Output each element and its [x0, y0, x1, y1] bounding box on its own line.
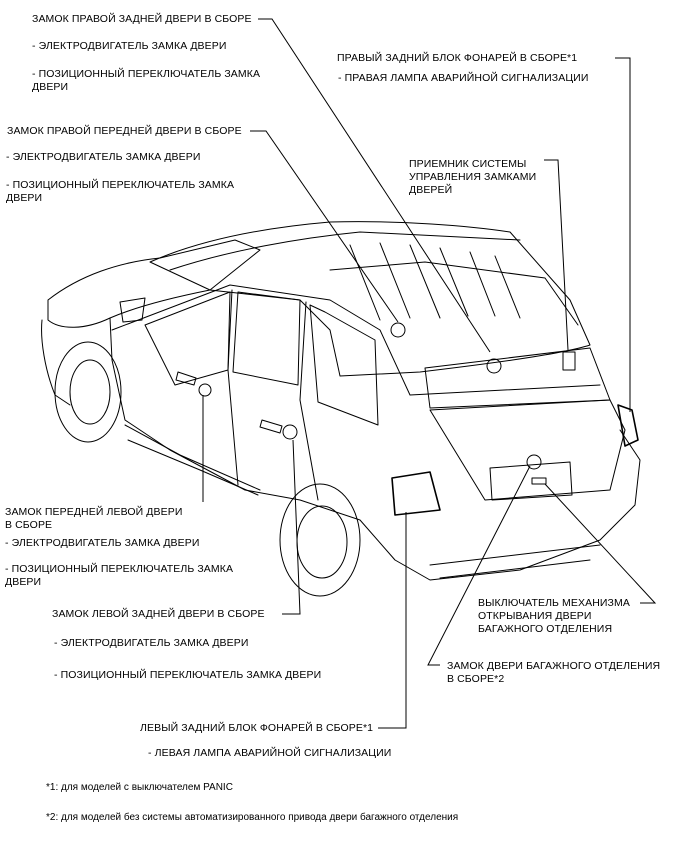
leader-bd-opener	[544, 483, 657, 604]
right-tail-lamp	[617, 404, 639, 447]
front-wheel	[54, 341, 122, 443]
label-rr-motor: - ЭЛЕКТРОДВИГАТЕЛЬ ЗАМКА ДВЕРИ	[32, 40, 227, 52]
side-step	[124, 424, 261, 496]
leader-r-tail-lamp	[615, 57, 631, 412]
rear-window	[424, 347, 611, 409]
label-rf-switch-2: ДВЕРИ	[6, 192, 43, 204]
label-r-tail-lamp: ПРАВЫЙ ЗАДНИЙ БЛОК ФОНАРЕЙ В СБОРЕ*1	[337, 52, 578, 64]
label-lf-door-lock-2: В СБОРЕ	[5, 519, 53, 531]
rear-wheel	[279, 483, 361, 597]
left-tail-lamp	[391, 471, 441, 516]
label-l-tail-lamp: ЛЕВЫЙ ЗАДНИЙ БЛОК ФОНАРЕЙ В СБОРЕ*1	[140, 722, 374, 734]
lock-assy-lr	[282, 424, 298, 440]
label-bd-lock-2: В СБОРЕ*2	[447, 673, 505, 685]
lock-assy-lf	[198, 383, 212, 397]
rear-door-window	[232, 291, 301, 386]
leader-receiver	[544, 159, 569, 351]
label-lr-motor: - ЭЛЕКТРОДВИГАТЕЛЬ ЗАМКА ДВЕРИ	[54, 637, 249, 649]
label-l-hazard: - ЛЕВАЯ ЛАМПА АВАРИЙНОЙ СИГНАЛИЗАЦИИ	[148, 747, 392, 759]
leader-rf-door-lock	[250, 130, 399, 323]
front-door-seam	[227, 289, 239, 486]
side-body	[109, 317, 641, 581]
lock-assy-rr	[390, 322, 406, 338]
label-rf-motor: - ЭЛЕКТРОДВИГАТЕЛЬ ЗАМКА ДВЕРИ	[6, 151, 201, 163]
roof-rail-right	[329, 261, 579, 326]
label-r-hazard: - ПРАВАЯ ЛАМПА АВАРИЙНОЙ СИГНАЛИЗАЦИИ	[338, 72, 589, 84]
license-plate	[489, 461, 573, 501]
leader-rr-door-lock	[258, 18, 491, 353]
tailgate	[429, 399, 626, 501]
back-door-opener	[531, 477, 547, 485]
lock-assy-rf	[486, 358, 502, 374]
front-window	[144, 291, 231, 386]
quarter-window	[309, 304, 379, 426]
hood	[47, 239, 261, 328]
roof-rail-left	[169, 231, 521, 271]
rear-bumper	[429, 544, 601, 579]
label-lr-switch: - ПОЗИЦИОННЫЙ ПЕРЕКЛЮЧАТЕЛЬ ЗАМКА ДВЕРИ	[54, 669, 322, 681]
leader-bd-lock	[427, 465, 531, 666]
label-lf-switch-1: - ПОЗИЦИОННЫЙ ПЕРЕКЛЮЧАТЕЛЬ ЗАМКА	[5, 563, 234, 575]
beltline	[111, 284, 601, 396]
door-handle-rear	[259, 419, 283, 434]
back-door-lock	[526, 454, 542, 470]
label-receiver-1: ПРИЕМНИК СИСТЕМЫ	[409, 158, 527, 170]
rear-door-seam	[299, 301, 319, 501]
label-lf-switch-2: ДВЕРИ	[5, 576, 42, 588]
front-bumper	[41, 319, 71, 406]
leader-lr-door-lock	[282, 439, 301, 615]
label-bd-lock-1: ЗАМОК ДВЕРИ БАГАЖНОГО ОТДЕЛЕНИЯ	[447, 660, 661, 672]
roof-ribs	[349, 242, 521, 321]
label-bd-opener-1: ВЫКЛЮЧАТЕЛЬ МЕХАНИЗМА	[478, 597, 630, 609]
receiver-box	[562, 351, 576, 371]
door-handle-front	[175, 371, 197, 386]
footnote-2: *2: для моделей без системы автоматизиро…	[46, 812, 459, 823]
label-receiver-3: ДВЕРЕЙ	[409, 184, 453, 196]
label-lf-motor: - ЭЛЕКТРОДВИГАТЕЛЬ ЗАМКА ДВЕРИ	[5, 537, 200, 549]
rear-wheel-hub	[296, 505, 348, 579]
label-rf-door-lock: ЗАМОК ПРАВОЙ ПЕРЕДНЕЙ ДВЕРИ В СБОРЕ	[7, 125, 242, 137]
front-wheel-hub	[69, 359, 111, 425]
label-rf-switch-1: - ПОЗИЦИОННЫЙ ПЕРЕКЛЮЧАТЕЛЬ ЗАМКА	[6, 179, 235, 191]
label-lr-door-lock: ЗАМОК ЛЕВОЙ ЗАДНЕЙ ДВЕРИ В СБОРЕ	[52, 608, 265, 620]
label-bd-opener-2: ОТКРЫВАНИЯ ДВЕРИ	[478, 610, 592, 622]
leader-l-tail-lamp	[378, 512, 407, 729]
label-receiver-2: УПРАВЛЕНИЯ ЗАМКАМИ	[409, 171, 537, 183]
roof-outline	[149, 221, 591, 377]
mirror	[119, 297, 146, 323]
footnote-1: *1: для моделей с выключателем PANIC	[46, 782, 233, 793]
label-bd-opener-3: БАГАЖНОГО ОТДЕЛЕНИЯ	[478, 623, 613, 635]
label-rr-door-lock: ЗАМОК ПРАВОЙ ЗАДНЕЙ ДВЕРИ В СБОРЕ	[32, 13, 252, 25]
label-lf-door-lock-1: ЗАМОК ПЕРЕДНЕЙ ЛЕВОЙ ДВЕРИ	[5, 506, 183, 518]
label-rr-switch-1: - ПОЗИЦИОННЫЙ ПЕРЕКЛЮЧАТЕЛЬ ЗАМКА	[32, 68, 261, 80]
label-rr-switch-2: ДВЕРИ	[32, 81, 69, 93]
